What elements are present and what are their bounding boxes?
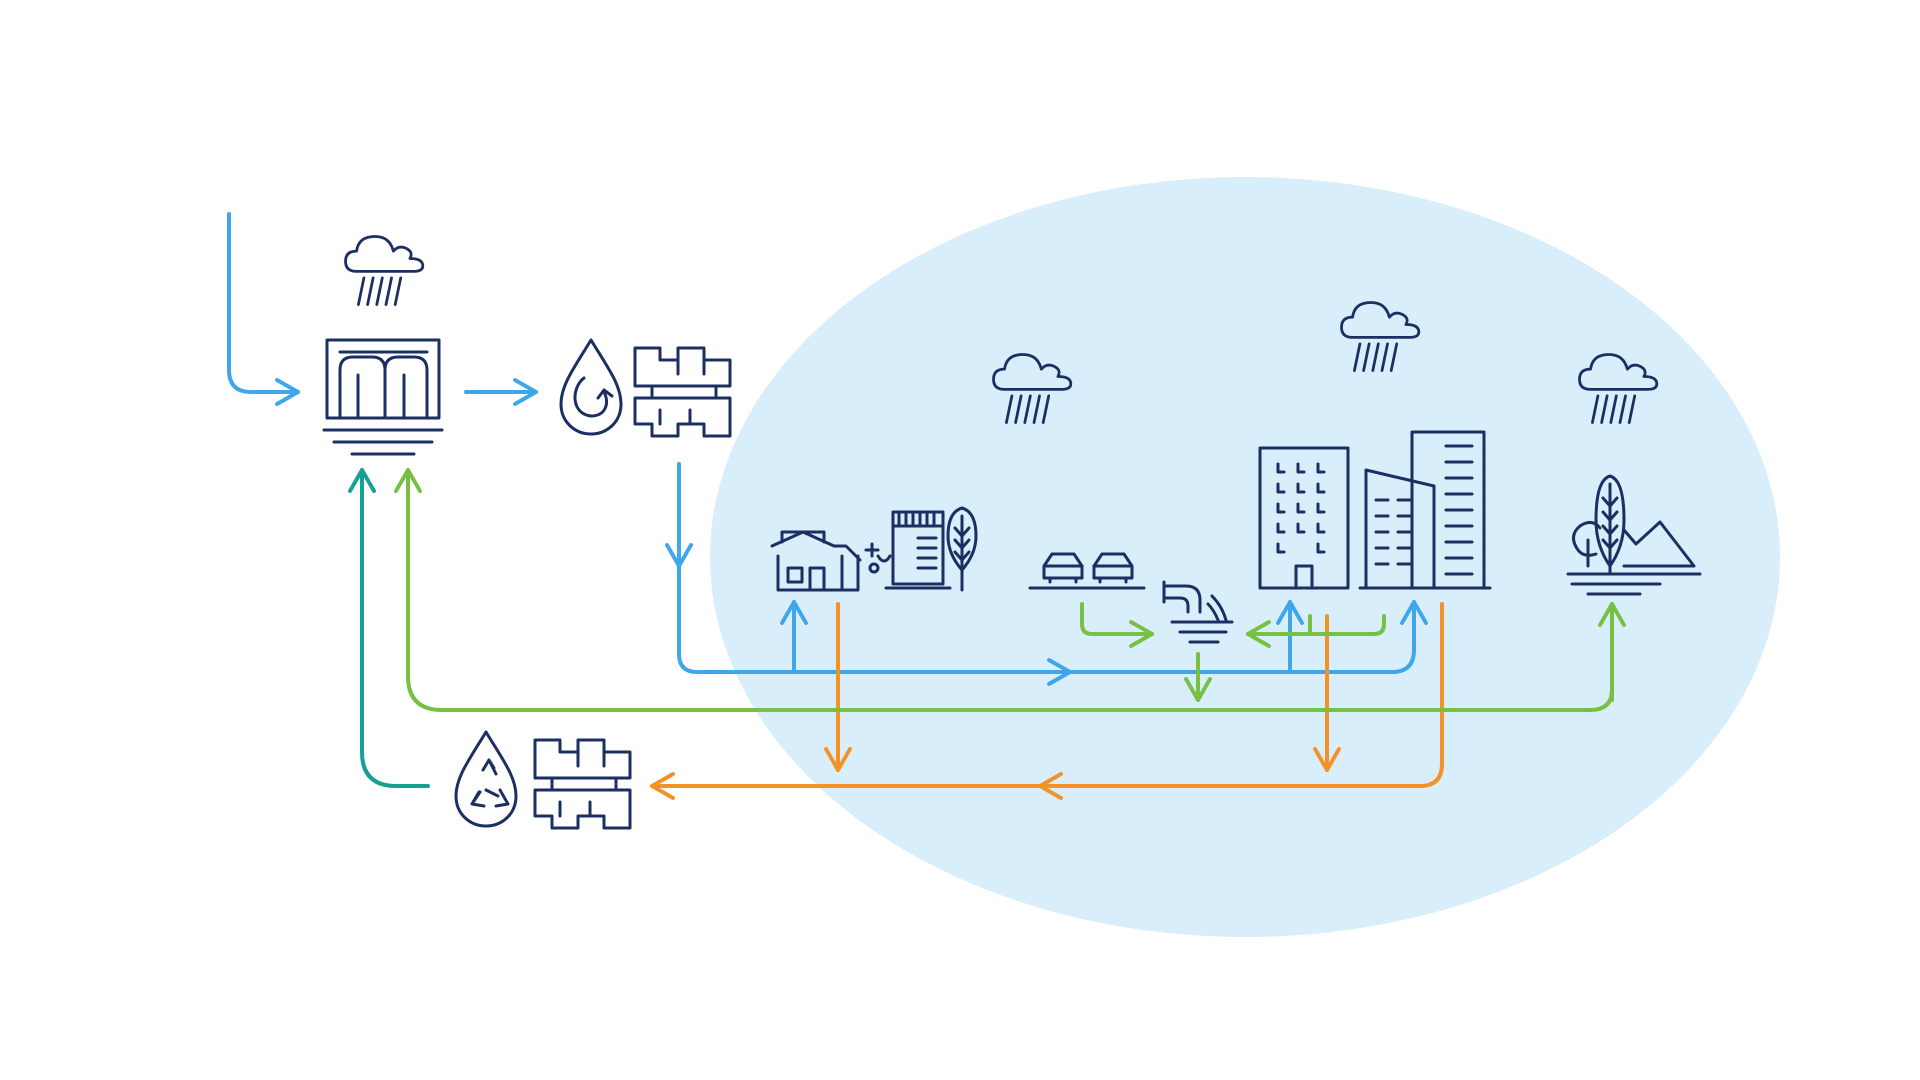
recycle-drop-icon (454, 730, 518, 828)
cars-road-icon (1028, 552, 1146, 590)
house-icon (770, 530, 862, 592)
inflow-to-reservoir-arrow (227, 212, 300, 406)
building-runoff-arrow (1246, 614, 1386, 648)
rain-cloud-icon (344, 235, 425, 306)
tree-icon (946, 506, 978, 592)
road-runoff-arrow (1080, 602, 1154, 648)
wastewater-treatment-plant-icon (533, 738, 632, 830)
reservoir-dam-icon (322, 338, 444, 456)
water-drop-icon (559, 338, 623, 436)
industrial-building-icon (864, 510, 952, 590)
office-buildings-icon (1258, 430, 1492, 590)
recycled-water-arrow (348, 468, 430, 788)
park-landscape-icon (1566, 474, 1702, 596)
urban-area-ellipse (710, 177, 1780, 937)
wastewater-main-line (658, 602, 1444, 788)
stormwater-outfall-icon (1162, 580, 1234, 644)
treatment-plant-icon (633, 346, 732, 438)
